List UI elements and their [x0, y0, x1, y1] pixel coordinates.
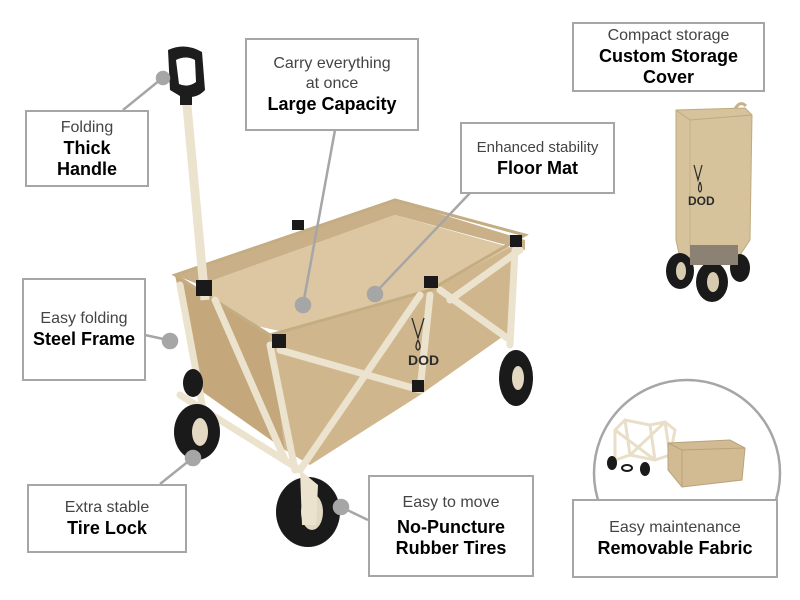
wagon-logo: DOD [408, 352, 439, 368]
callout-title: Large Capacity [267, 94, 397, 114]
callout-title: Tire Lock [67, 518, 147, 538]
leader-lines [122, 70, 471, 522]
storage-cover-product-icon: DOD [666, 102, 753, 302]
callout-large-capacity: Carry everything at once Large Capacity [245, 38, 419, 131]
callout-tire-lock: Extra stable Tire Lock [27, 484, 187, 553]
callout-title-line2: Rubber Tires [395, 538, 507, 558]
inset-wheels-icon [607, 456, 650, 476]
fabric-liner-icon [667, 439, 746, 488]
callout-title-line1: No-Puncture [397, 517, 505, 537]
callout-subtitle: Compact storage [607, 27, 730, 44]
callout-rubber-tires: Easy to move No-Puncture Rubber Tires [368, 475, 534, 577]
callout-thick-handle: Folding Thick Handle [25, 110, 149, 187]
callout-steel-frame: Easy folding Steel Frame [22, 278, 146, 381]
wagon-product-icon: DOD [168, 46, 533, 547]
callout-title-line1: Thick [63, 137, 111, 158]
callout-storage-cover: Compact storage Custom Storage Cover [572, 22, 765, 92]
callout-subtitle: Enhanced stability [476, 138, 599, 156]
callout-title-line2: Cover [642, 67, 695, 87]
callout-title: Removable Fabric [597, 538, 753, 558]
callout-title: Steel Frame [32, 329, 136, 349]
callout-title: Floor Mat [497, 157, 578, 178]
callout-title-line1: Custom Storage [598, 46, 739, 66]
storage-cover-logo: DOD [688, 194, 715, 208]
callout-subtitle: Easy maintenance [609, 519, 741, 536]
callout-subtitle: Easy to move [402, 494, 500, 511]
callout-subtitle: Easy folding [40, 310, 128, 327]
callout-removable-fabric: Easy maintenance Removable Fabric [572, 499, 778, 578]
callout-floor-mat: Enhanced stability Floor Mat [460, 122, 615, 194]
callout-subtitle-line2: at once [305, 75, 359, 92]
callout-subtitle: Folding [60, 118, 114, 136]
callout-subtitle-line1: Carry everything [273, 55, 391, 72]
callout-subtitle: Extra stable [64, 499, 150, 516]
callout-title-line2: Handle [56, 158, 117, 179]
